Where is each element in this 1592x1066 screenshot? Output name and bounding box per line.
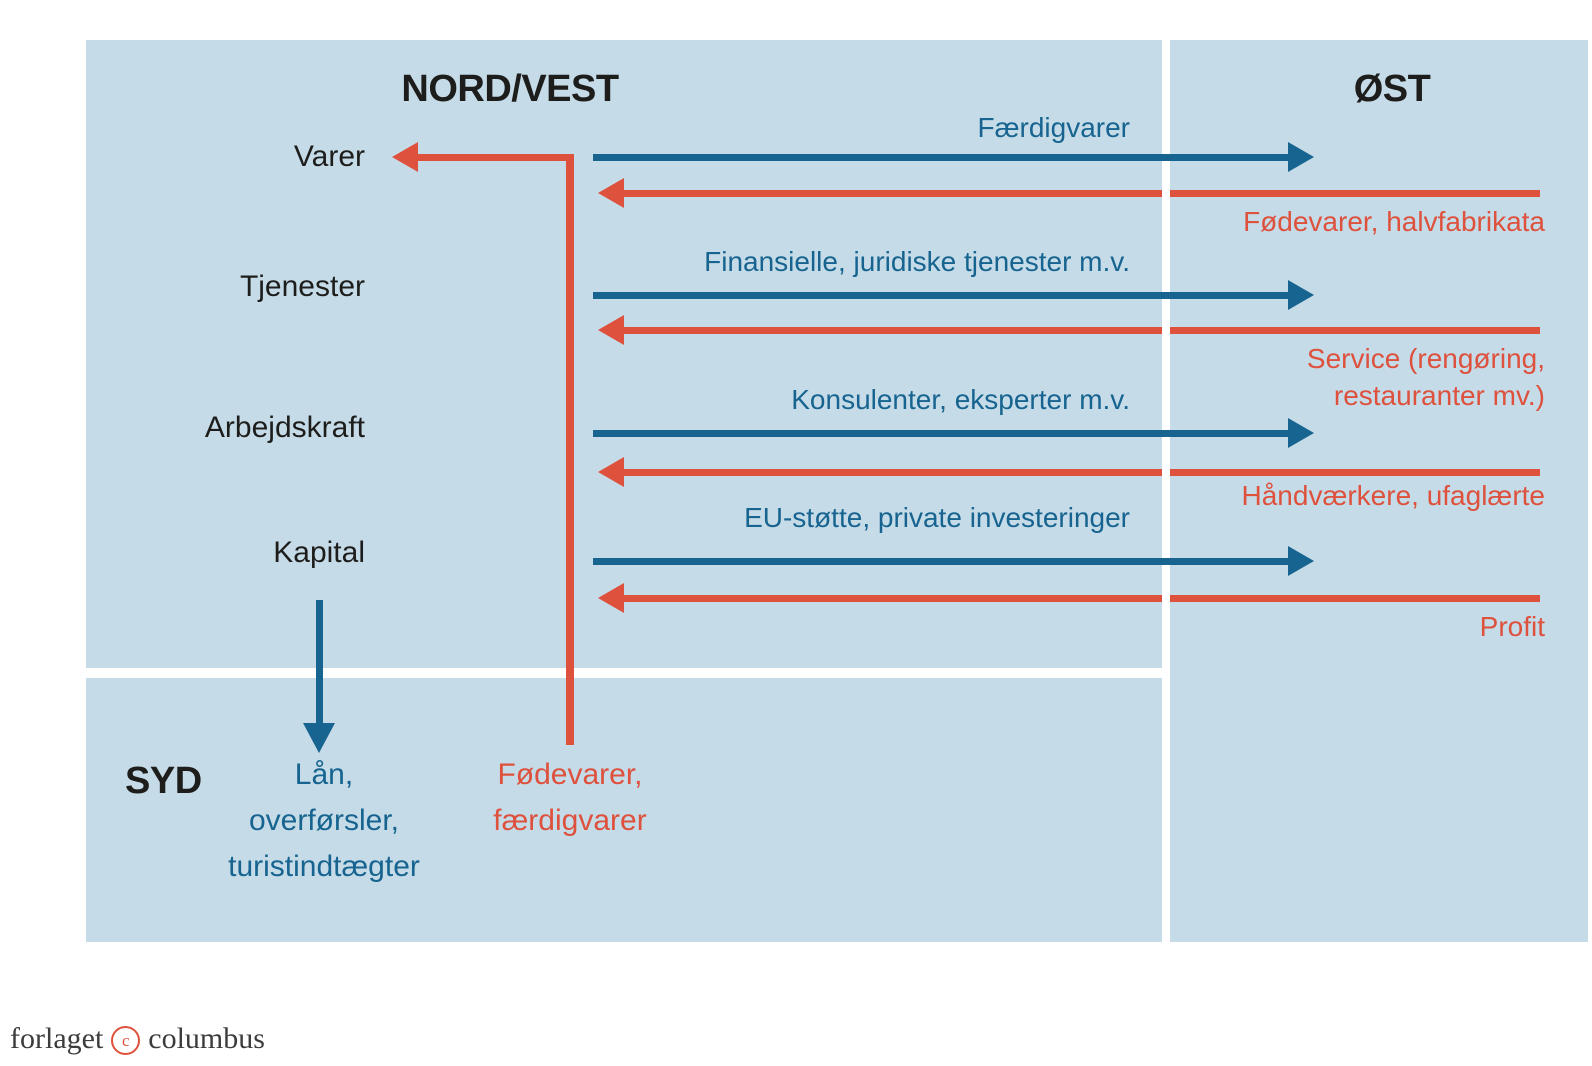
arrowhead-down-icon — [303, 723, 335, 753]
arrowhead-left-icon — [598, 178, 624, 208]
west-flow-line-kapital-right — [1170, 595, 1540, 602]
east-flow-line-tjenester — [593, 292, 1288, 299]
west-flow-line-tjenester-right — [1170, 327, 1540, 334]
arrowhead-right-icon — [1288, 418, 1314, 448]
south-to-varer-line-vertical — [566, 154, 574, 745]
east-flow-label-tjenester: Finansielle, juridiske tjenester m.v. — [704, 246, 1130, 277]
category-label-kapital: Kapital — [273, 536, 365, 569]
south-flow-label-to-northwest: Fødevarer, færdigvarer — [493, 758, 647, 837]
east-flow-label-varer: Færdigvarer — [977, 112, 1130, 143]
panel-south — [86, 678, 1162, 942]
west-flow-line-varer-right — [1170, 190, 1540, 197]
category-label-varer: Varer — [293, 140, 365, 173]
copyright-letter: c — [122, 1031, 130, 1050]
publisher-name-right: columbus — [148, 1022, 265, 1055]
region-title-south: SYD — [125, 760, 202, 802]
arrowhead-right-icon — [1288, 142, 1314, 172]
west-flow-line-kapital-left — [624, 595, 1162, 602]
arrowhead-left-icon — [598, 315, 624, 345]
west-flow-label-varer: Fødevarer, halvfabrikata — [1243, 206, 1545, 237]
west-flow-label-tjenester: Service (rengøring, restauranter mv.) — [1306, 343, 1545, 411]
region-title-northwest: NORD/VEST — [401, 68, 619, 110]
arrowhead-right-icon — [1288, 546, 1314, 576]
publisher-footer: forlaget c columbus — [10, 1022, 265, 1056]
arrowhead-right-icon — [1288, 280, 1314, 310]
east-flow-line-arbejdskraft — [593, 430, 1288, 437]
west-flow-label-arbejdskraft: Håndværkere, ufaglærte — [1241, 480, 1545, 511]
publisher-name-left: forlaget — [10, 1022, 104, 1055]
west-flow-line-tjenester-left — [624, 327, 1162, 334]
category-label-tjenester: Tjenester — [239, 270, 365, 303]
arrowhead-left-icon — [598, 583, 624, 613]
east-flow-line-varer — [593, 154, 1288, 161]
west-flow-label-kapital: Profit — [1479, 611, 1545, 642]
category-label-arbejdskraft: Arbejdskraft — [204, 411, 365, 444]
arrowhead-left-icon — [598, 457, 624, 487]
west-flow-line-arbejdskraft-left — [624, 469, 1162, 476]
east-flow-line-kapital — [593, 558, 1288, 565]
south-to-varer-line-horizontal — [418, 154, 574, 161]
east-flow-label-kapital: EU-støtte, private investeringer — [744, 502, 1130, 533]
copyright-icon: c — [111, 1026, 141, 1055]
west-flow-line-arbejdskraft-right — [1170, 469, 1540, 476]
region-title-east: ØST — [1353, 68, 1431, 110]
west-flow-line-varer-left — [624, 190, 1162, 197]
south-flow-label-from-northwest: Lån, overførsler, turistindtægter — [228, 758, 420, 883]
arrowhead-left-icon — [392, 142, 418, 172]
east-flow-label-arbejdskraft: Konsulenter, eksperter m.v. — [791, 384, 1130, 415]
kapital-to-south-line — [316, 600, 323, 725]
